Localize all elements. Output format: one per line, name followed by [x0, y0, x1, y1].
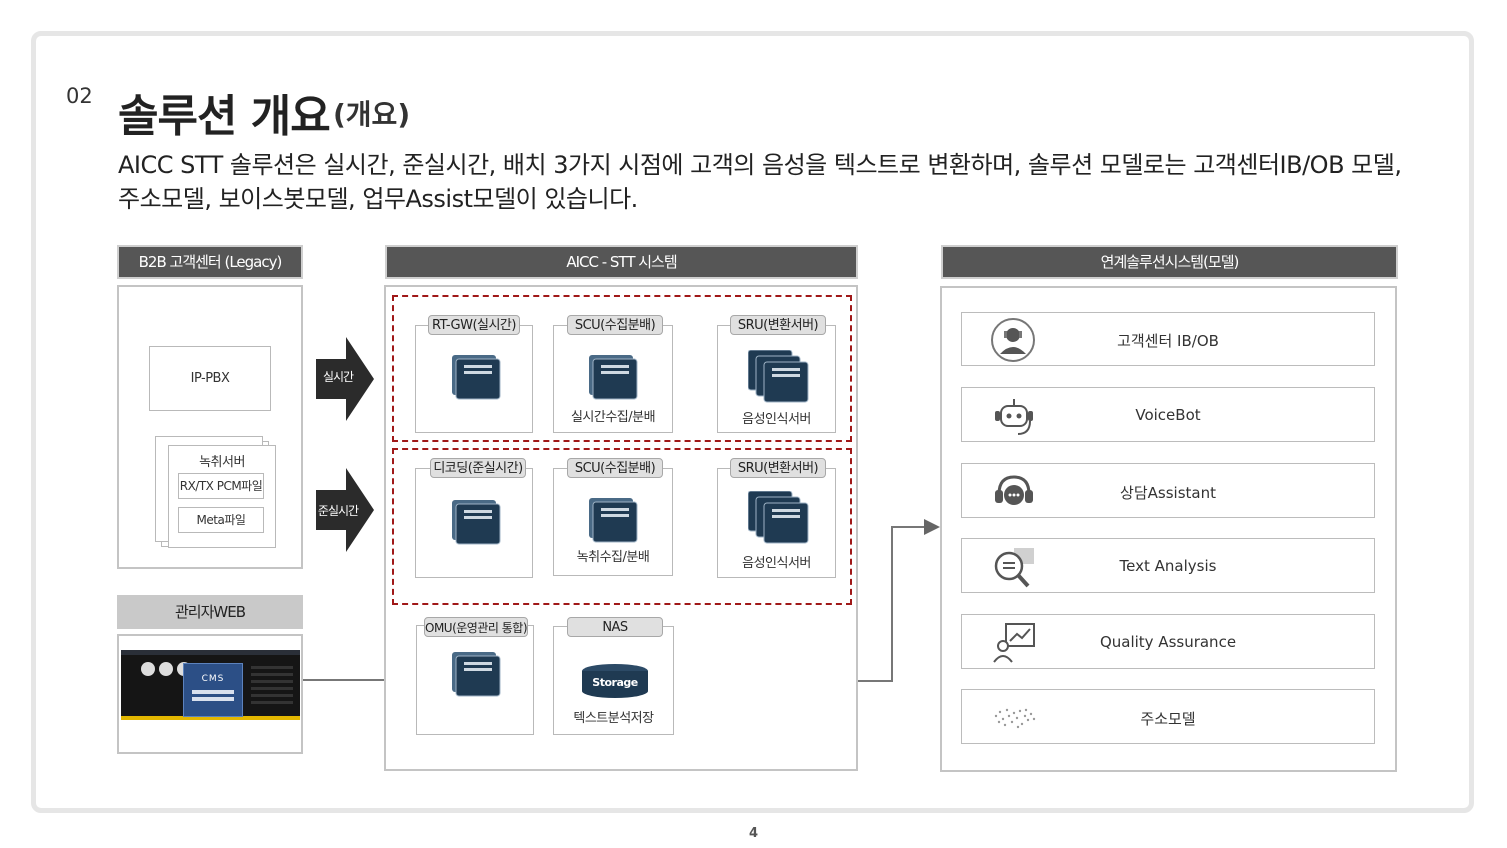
admin-web-header: 관리자WEB — [117, 595, 303, 629]
section-number: 02 — [66, 84, 93, 108]
omu-tag: OMU(운영관리 통합) — [424, 617, 528, 637]
rt-gw-tag: RT-GW(실시간) — [428, 315, 520, 335]
solution-address: 주소모델 — [961, 689, 1375, 744]
storage-label: Storage — [592, 676, 638, 689]
sru-batch-tag: SRU(변환서버) — [730, 458, 826, 478]
solution-label: 고객센터 IB/OB — [1117, 332, 1219, 350]
legacy-header: B2B 고객센터 (Legacy) — [117, 245, 303, 279]
page-title-sub: (개요) — [333, 98, 411, 131]
admin-web-screenshot: CMS — [121, 650, 300, 720]
page-frame — [31, 31, 1474, 813]
aicc-stt-header: AICC - STT 시스템 — [385, 245, 858, 279]
solution-label: 상담Assistant — [1120, 484, 1216, 502]
server-icon — [452, 652, 501, 697]
solution-qa: Quality Assurance — [961, 614, 1375, 669]
gauge-icon — [141, 662, 155, 676]
server-icon — [589, 498, 638, 543]
decoding-tag: 디코딩(준실시간) — [430, 458, 526, 478]
near-realtime-arrow-label: 준실시간 — [317, 504, 359, 518]
screenshot-toolbar — [121, 650, 300, 655]
nas-caption: 텍스트분석저장 — [573, 711, 654, 726]
description-line-2: 주소모델, 보이스봇모델, 업무Assist모델이 있습니다. — [118, 185, 638, 213]
solution-voicebot: VoiceBot — [961, 387, 1375, 442]
page-title: 솔루션 개요 — [118, 91, 331, 142]
password-input — [192, 697, 234, 701]
solution-label: VoiceBot — [1135, 406, 1201, 424]
realtime-arrow-label: 실시간 — [322, 370, 354, 384]
page-number: 4 — [748, 826, 759, 841]
solutions-header: 연계솔루션시스템(모델) — [941, 245, 1398, 279]
pcm-file-box: RX/TX PCM파일 — [178, 473, 264, 499]
recording-server-label: 녹취서버 — [199, 455, 245, 470]
agent-icon — [991, 318, 1035, 362]
scu-rt-caption: 실시간수집/분배 — [570, 410, 656, 425]
rt-gw-box — [415, 325, 533, 433]
solution-label: Text Analysis — [1119, 557, 1217, 575]
cms-logo: CMS — [201, 674, 225, 684]
chart-person-icon — [993, 623, 1035, 663]
sru-rt-caption: 음성인식서버 — [742, 412, 811, 427]
scu-batch-box — [553, 468, 673, 576]
scu-batch-caption: 녹취수집/분배 — [576, 550, 650, 565]
sru-rt-tag: SRU(변환서버) — [730, 315, 826, 335]
server-icon — [589, 355, 638, 400]
near-realtime-group — [392, 448, 852, 605]
solution-text-analysis: Text Analysis — [961, 538, 1375, 593]
nas-tag: NAS — [567, 617, 663, 637]
solution-assistant: 상담Assistant — [961, 463, 1375, 518]
magnify-chat-icon — [994, 548, 1034, 588]
solution-ib-ob: 고객센터 IB/OB — [961, 312, 1375, 366]
storage-icon — [582, 664, 648, 698]
server-cluster-icon — [748, 491, 809, 544]
gauge-icon — [159, 662, 173, 676]
server-cluster-icon — [748, 350, 809, 403]
server-icon — [452, 355, 501, 400]
scu-rt-tag: SCU(수집분배) — [567, 315, 663, 335]
login-dialog: CMS — [183, 663, 243, 717]
scu-batch-tag: SCU(수집분배) — [567, 458, 663, 478]
login-input — [192, 690, 234, 694]
screenshot-yellow-bar — [121, 716, 300, 720]
server-icon — [452, 500, 501, 545]
screenshot-table — [251, 666, 293, 706]
ip-pbx-box: IP-PBX — [149, 346, 271, 411]
description-line-1: AICC STT 솔루션은 실시간, 준실시간, 배치 3가지 시점에 고객의 … — [118, 151, 1402, 179]
solution-label: Quality Assurance — [1099, 633, 1237, 651]
realtime-group — [392, 295, 852, 442]
solution-label: 주소모델 — [1140, 710, 1196, 728]
near-realtime-arrow — [316, 468, 374, 552]
headset-icon — [995, 475, 1033, 505]
meta-file-box: Meta파일 — [178, 507, 264, 533]
robot-icon — [995, 399, 1033, 435]
dot-map-icon — [994, 708, 1036, 729]
sru-batch-caption: 음성인식서버 — [742, 556, 811, 571]
realtime-arrow — [316, 337, 374, 421]
